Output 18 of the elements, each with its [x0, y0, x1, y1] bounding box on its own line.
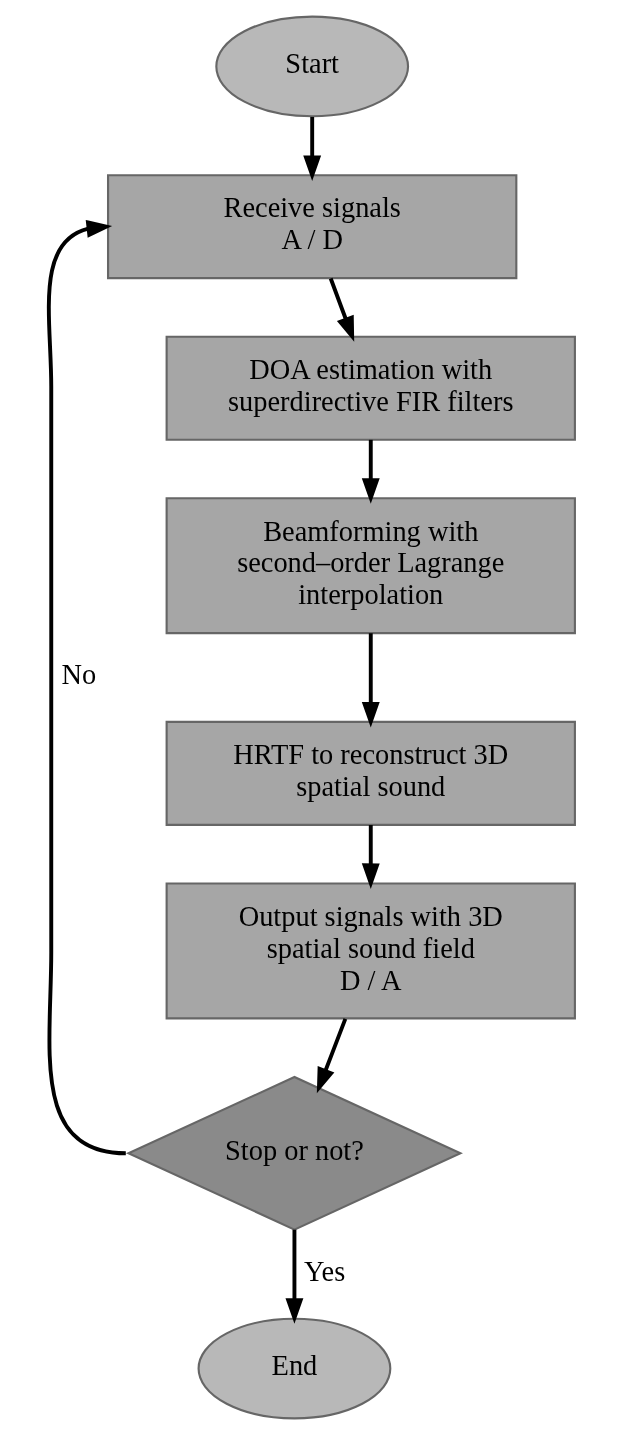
- edge-label: Yes: [303, 1255, 345, 1287]
- arrow: [302, 116, 321, 182]
- node-box: Beamforming with second–order Lagrange interpolation: [165, 497, 576, 635]
- arrow: [316, 1018, 347, 1094]
- node-box: HRTF to reconstruct 3D spatial sound: [165, 720, 576, 826]
- arrow: [361, 439, 380, 504]
- node-diamond: Stop or not?: [125, 1075, 463, 1231]
- arrow: [284, 1229, 303, 1324]
- node-ellipse: Start: [214, 15, 409, 118]
- arrow: [361, 633, 380, 728]
- arrow: [328, 277, 354, 342]
- node-box: Receive signals A / D: [106, 174, 517, 280]
- node-ellipse: End: [197, 1317, 391, 1420]
- arrow: [46, 219, 126, 1156]
- node-box: DOA estimation with superdirective FIR filters: [165, 335, 576, 441]
- node-box: Output signals with 3D spatial sound field D / A: [165, 882, 576, 1020]
- edge-label: No: [60, 659, 96, 691]
- arrow: [361, 825, 380, 889]
